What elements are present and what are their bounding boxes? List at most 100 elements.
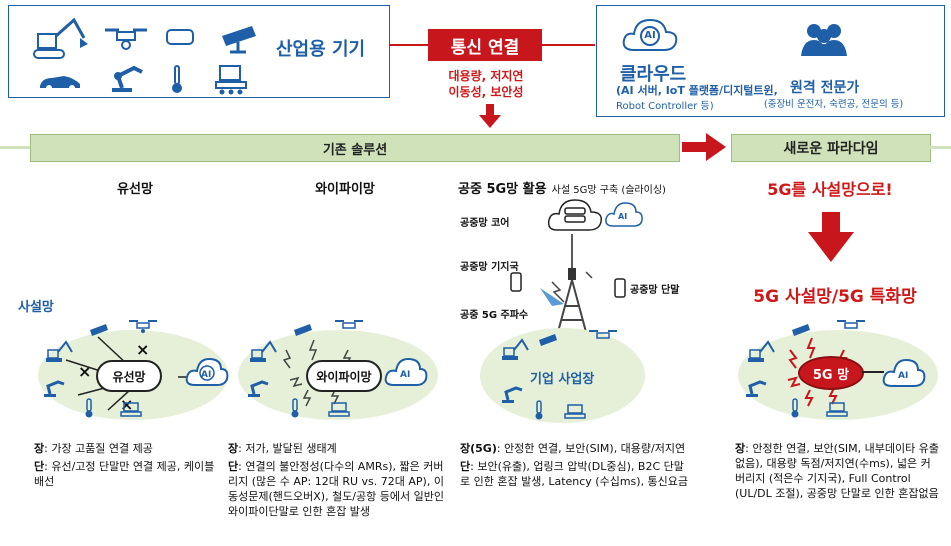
- private5g-excavator-icon: [748, 340, 775, 362]
- wifi-hub: 와이파이망: [306, 360, 382, 392]
- wifi-description: 장: 저가, 발달된 생태계 단: 연결의 불안정성(다수의 AMRs), 짧은…: [228, 441, 446, 519]
- private5g-link: [862, 371, 884, 373]
- timeline-line-left: [0, 146, 30, 149]
- wired-hub: 유선망: [96, 360, 162, 392]
- wired-description: 장: 가장 고품질 연결 제공 단: 유선/고정 단말만 연결 제공, 케이블 …: [34, 441, 224, 489]
- wired-drone-icon: [129, 320, 157, 333]
- comm-req-line1: 대용량, 저지연: [448, 69, 524, 83]
- wired-camera-icon: [90, 324, 108, 336]
- cloud-title: 클라우드: [620, 64, 687, 85]
- car-icon: [40, 76, 80, 91]
- wifi-pro-text: : 저가, 발달된 생태계: [238, 442, 337, 455]
- down-arrow-icon: [479, 104, 501, 128]
- enterprise-ellipse: [480, 328, 645, 423]
- thermometer-icon: [172, 65, 182, 93]
- private5g-pro-text: : 안정한 연결, 보안(SIM, 내부데이타 유출없음), 대용량 독점/저지…: [735, 442, 939, 500]
- drone-icon: [105, 28, 147, 50]
- public5g-pro-key: 장(5G): [460, 442, 497, 455]
- wifi-ai-cloud-icon: AI: [384, 357, 428, 386]
- public5g-heading-sub: 사설 5G망 구축 (슬라이싱): [551, 185, 666, 196]
- private5g-cart-icon: [826, 402, 848, 417]
- public5g-heading: 공중 5G망 활용 사설 5G망 구축 (슬라이싱): [458, 178, 666, 197]
- cloud-sub-line1: (AI 서버, IoT 플랫폼/디지털트윈,: [616, 82, 778, 98]
- public5g-cart-icon: [564, 404, 586, 419]
- wifi-camera-icon: [294, 324, 312, 336]
- industrial-title: 산업용 기기: [276, 39, 366, 60]
- existing-solution-banner: 기존 솔루션: [30, 134, 680, 162]
- public-core-label: 공중망 코어: [460, 218, 510, 229]
- public5g-excavator-icon: [502, 338, 529, 360]
- wired-robot-arm-icon: [44, 380, 65, 397]
- phone-right-icon: [614, 278, 626, 298]
- wired-cart-icon: [120, 402, 142, 417]
- public-ai-cloud-icon: AI: [605, 202, 643, 227]
- wired-pro-key: 장: [34, 442, 45, 455]
- cell-tower-icon: [540, 234, 593, 332]
- public5g-drone-icon: [589, 330, 617, 339]
- wifi-excavator-icon: [250, 340, 277, 362]
- svg-text:AI: AI: [898, 371, 908, 381]
- wired-thermometer-icon: [85, 398, 93, 418]
- public5g-con: 단: 보안(유출), 업링크 압박(DL중심), B2C 단말로 인한 혼잡 발…: [460, 459, 690, 489]
- enterprise-label: 기업 사업장: [530, 372, 595, 387]
- wifi-drone-icon: [335, 320, 363, 329]
- private5g-description: 장: 안정한 연결, 보안(SIM, 내부데이타 유출없음), 대용량 독점/저…: [735, 441, 940, 501]
- cctv-camera-icon: [222, 26, 256, 54]
- new-paradigm-banner: 새로운 파라다임: [731, 134, 931, 162]
- wifi-pro: 장: 저가, 발달된 생태계: [228, 441, 446, 456]
- comm-title: 통신 연결: [428, 29, 542, 61]
- private5g-camera-icon: [792, 324, 810, 336]
- wired-pro: 장: 가장 고품질 연결 제공: [34, 441, 224, 456]
- robot-arm-icon: [112, 65, 143, 92]
- public5g-robot-arm-icon: [502, 386, 523, 403]
- private5g-hub: 5G 망: [798, 356, 864, 390]
- new-headline: 5G를 사설망으로!: [767, 180, 893, 199]
- phone-left-icon: [510, 272, 522, 292]
- cloud-expert-box: [596, 5, 945, 117]
- expert-title: 원격 전문가: [790, 80, 860, 96]
- wifi-pro-key: 장: [228, 442, 239, 455]
- public-base-label: 공중망 기지국: [460, 262, 519, 273]
- public-terminal-label: 공중망 단말: [630, 285, 680, 296]
- wired-heading: 유선망: [117, 182, 153, 197]
- public-core-server-icon: [547, 199, 603, 231]
- big-down-arrow-icon: [808, 212, 854, 262]
- wired-con-text: : 유선/고정 단말만 연결 제공, 케이블 배선: [34, 460, 215, 488]
- wifi-robot-arm-icon: [248, 380, 269, 397]
- wired-con: 단: 유선/고정 단말만 연결 제공, 케이블 배선: [34, 459, 224, 489]
- public5g-camera-icon: [539, 334, 557, 346]
- svg-text:AI: AI: [618, 212, 627, 221]
- svg-text:×: ×: [78, 362, 91, 381]
- right-arrow-icon: [682, 133, 726, 161]
- public5g-thermometer-icon: [535, 400, 543, 420]
- vr-headset-icon: [166, 29, 194, 45]
- svg-text:AI: AI: [201, 370, 211, 380]
- public5g-heading-text: 공중 5G망 활용: [458, 182, 547, 197]
- private5g-thermometer-icon: [791, 398, 799, 418]
- wifi-con-key: 단: [228, 460, 239, 473]
- excavator-icon: [33, 17, 88, 59]
- svg-text:×: ×: [136, 340, 149, 359]
- public5g-con-key: 단: [460, 460, 471, 473]
- private5g-robot-arm-icon: [746, 380, 767, 397]
- wired-excavator-icon: [46, 340, 73, 362]
- private5g-pro: 장: 안정한 연결, 보안(SIM, 내부데이타 유출없음), 대용량 독점/저…: [735, 441, 940, 501]
- private-network-label: 사설망: [18, 300, 54, 315]
- wifi-cart-icon: [328, 402, 350, 417]
- ai-cloud-icon: [622, 18, 678, 51]
- wifi-heading: 와이파이망: [315, 182, 375, 197]
- wired-con-key: 단: [34, 460, 45, 473]
- private5g-pro-key: 장: [735, 442, 746, 455]
- cloud-ai-badge: AI: [644, 30, 656, 41]
- private5g-ai-cloud-icon: AI: [882, 358, 926, 387]
- expert-sub: (중장비 운전자, 숙련공, 전문의 등): [764, 99, 904, 110]
- public5g-pro-text: : 안정한 연결, 보안(SIM), 대용량/저지연: [496, 442, 686, 455]
- cloud-sub-line1-text: (AI 서버, IoT 플랫폼/디지털트윈,: [616, 84, 778, 97]
- private5g-drone-icon: [837, 320, 865, 329]
- public5g-con-text: : 보안(유출), 업링크 압박(DL중심), B2C 단말로 인한 혼잡 발생…: [460, 460, 689, 488]
- wifi-thermometer-icon: [291, 398, 299, 418]
- wired-pro-text: : 가장 고품질 연결 제공: [44, 442, 153, 455]
- cloud-sub-line2: Robot Controller 등): [616, 101, 714, 112]
- cart-robot-icon: [215, 65, 247, 95]
- experts-group-icon: [801, 24, 847, 56]
